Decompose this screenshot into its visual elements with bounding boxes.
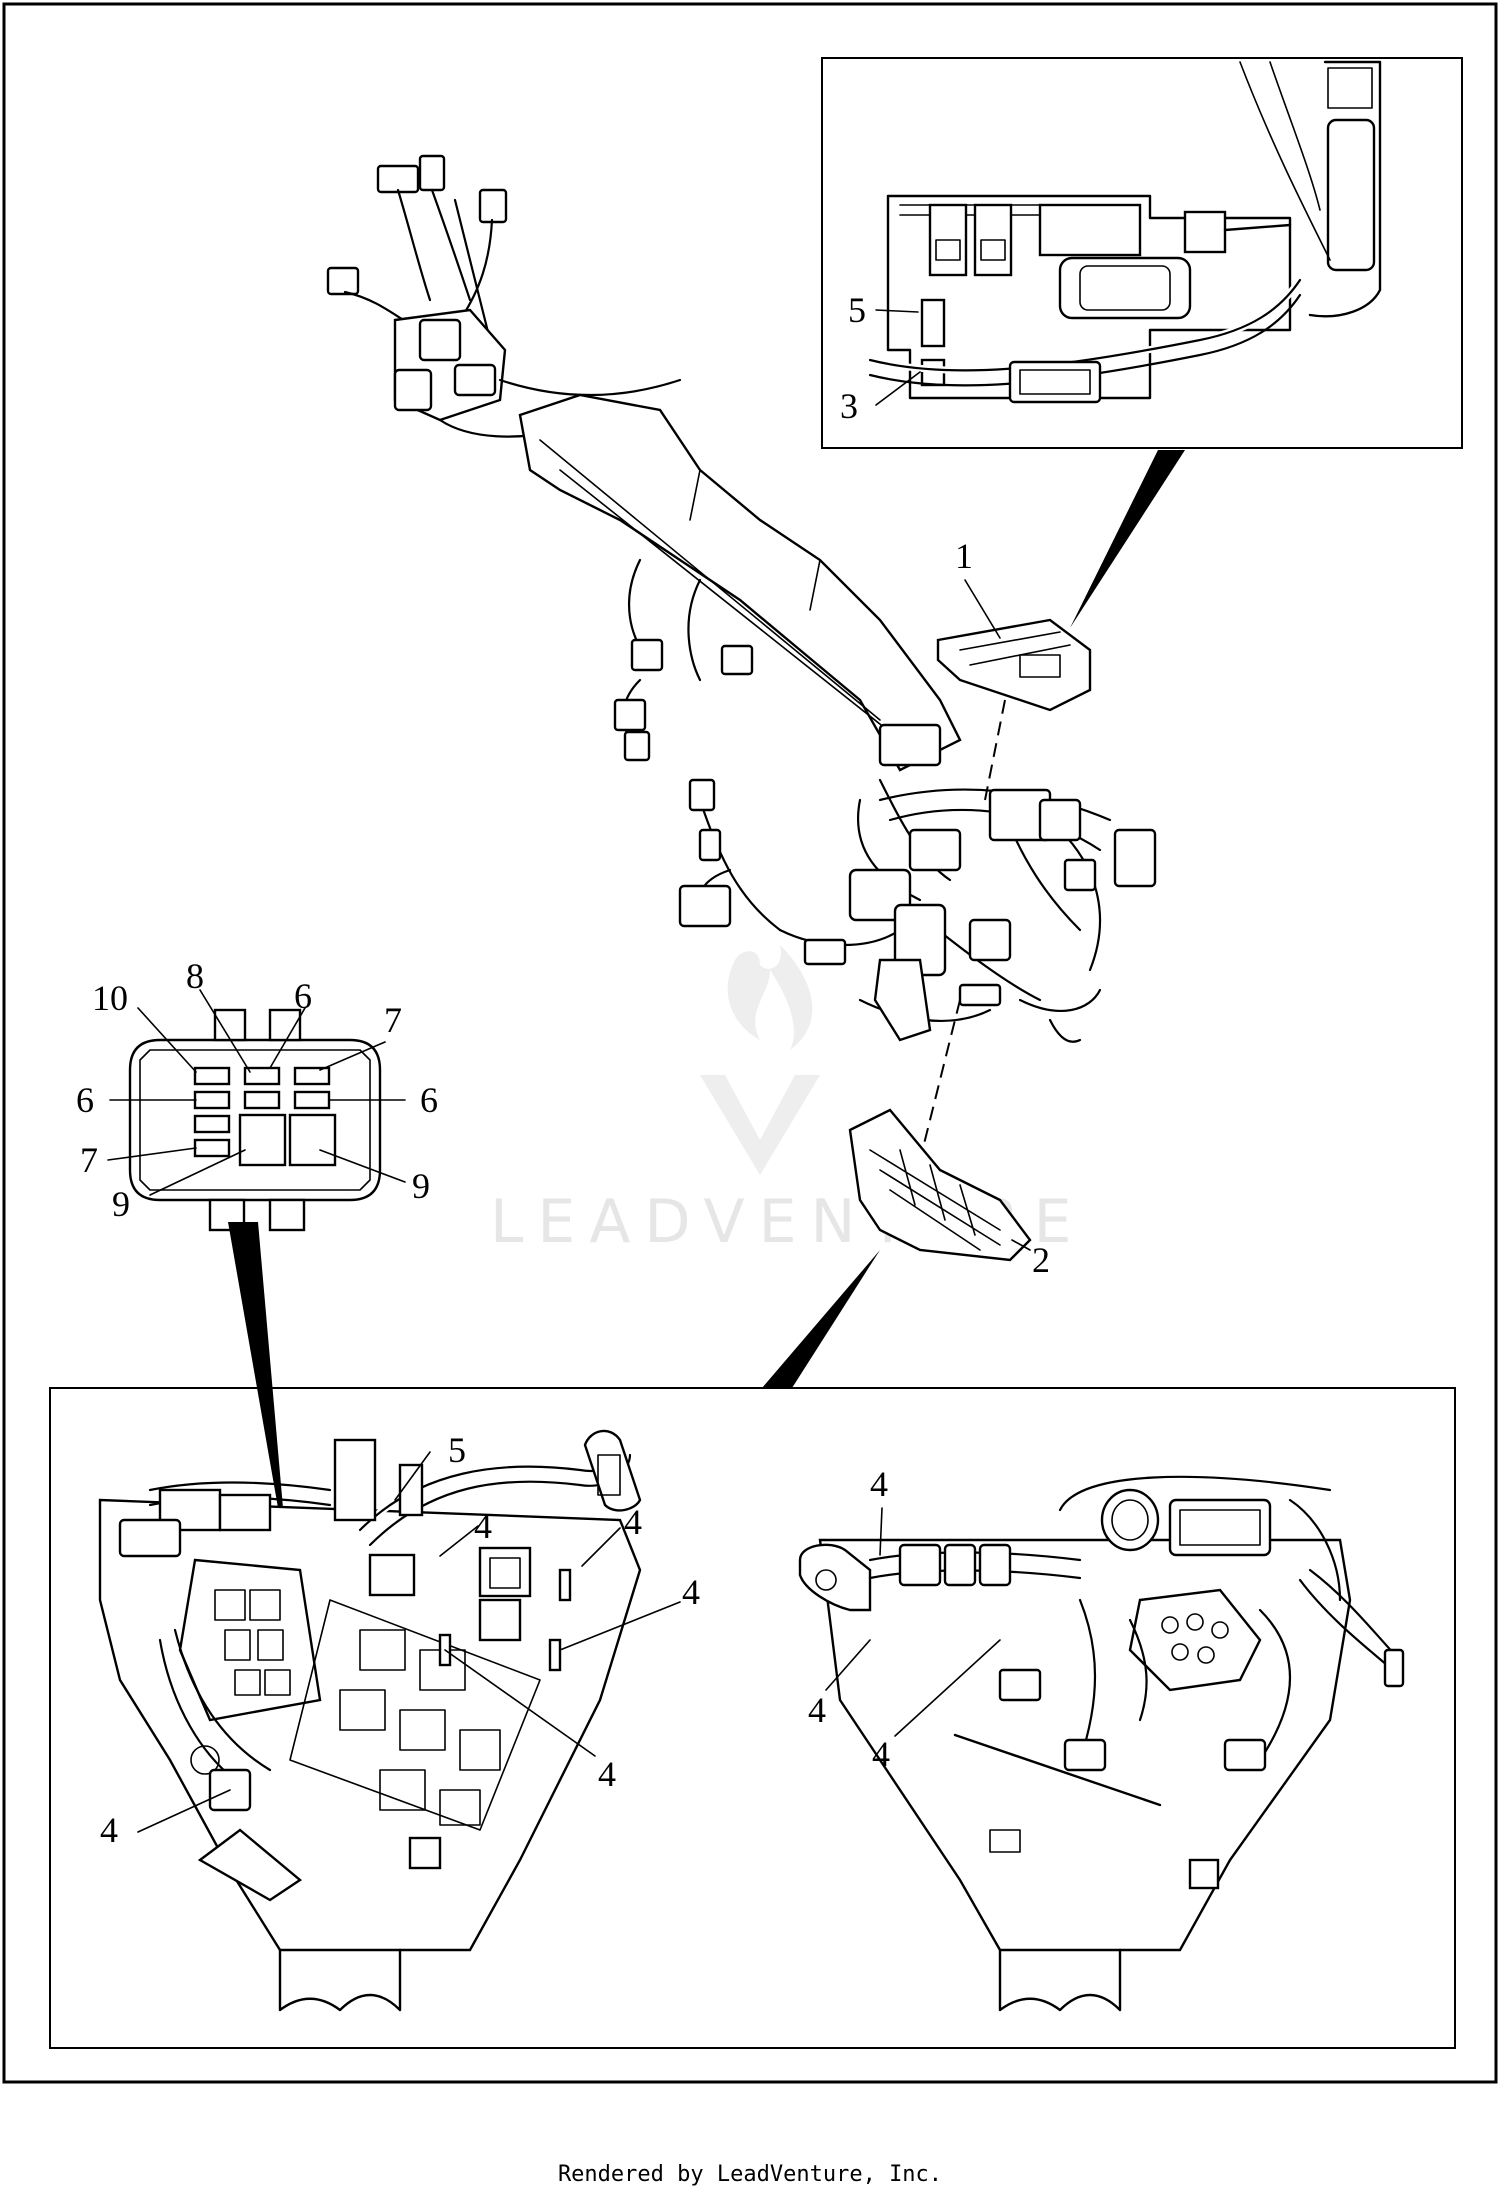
callout-4-f: 4 — [870, 1464, 888, 1504]
callout-4-b: 4 — [624, 1502, 642, 1542]
callout-6-top: 6 — [294, 976, 312, 1016]
callout-9-left: 9 — [112, 1184, 130, 1224]
wiring-harness-main: 1 2 — [326, 154, 1157, 1280]
callout-4-e: 4 — [100, 1810, 118, 1850]
callout-6-left: 6 — [76, 1080, 94, 1120]
callout-10: 10 — [92, 978, 128, 1018]
callout-6-right: 6 — [420, 1080, 438, 1120]
callout-4-d: 4 — [598, 1754, 616, 1794]
callout-4-h: 4 — [872, 1734, 890, 1774]
callout-1: 1 — [955, 536, 973, 576]
callout-9-right: 9 — [412, 1166, 430, 1206]
inset-pointer-top — [1070, 450, 1185, 628]
inset-pointer-bottom — [762, 1250, 880, 1388]
callout-4-a: 4 — [474, 1506, 492, 1546]
callout-7-top: 7 — [384, 1000, 402, 1040]
bottom-right-view: 4 4 4 — [798, 1464, 1405, 2012]
part-2-fuse-bracket — [848, 1108, 1032, 1262]
callout-5-inset: 5 — [848, 290, 866, 330]
callout-8: 8 — [186, 956, 204, 996]
flame-v-logo-icon — [700, 945, 820, 1175]
footer-credit: Rendered by LeadVenture, Inc. — [557, 2162, 943, 2187]
part-1-module — [936, 618, 1092, 712]
diagram-frame — [2, 2, 1498, 2084]
callout-7-left: 7 — [80, 1140, 98, 1180]
callout-2: 2 — [1032, 1240, 1050, 1280]
bottom-left-view: 5 4 4 4 4 4 — [98, 1429, 700, 2012]
fuse-box-detail: 10 8 6 7 6 6 7 9 9 — [76, 956, 438, 1232]
callout-4-c: 4 — [682, 1572, 700, 1612]
fuse-box-pointer — [228, 1222, 288, 1565]
callout-5-bottom: 5 — [448, 1430, 466, 1470]
callout-4-g: 4 — [808, 1690, 826, 1730]
inset-bottom: 5 4 4 4 4 4 — [49, 1387, 1456, 2049]
inset-top-right: 5 3 — [821, 57, 1463, 449]
callout-3-inset: 3 — [840, 386, 858, 426]
